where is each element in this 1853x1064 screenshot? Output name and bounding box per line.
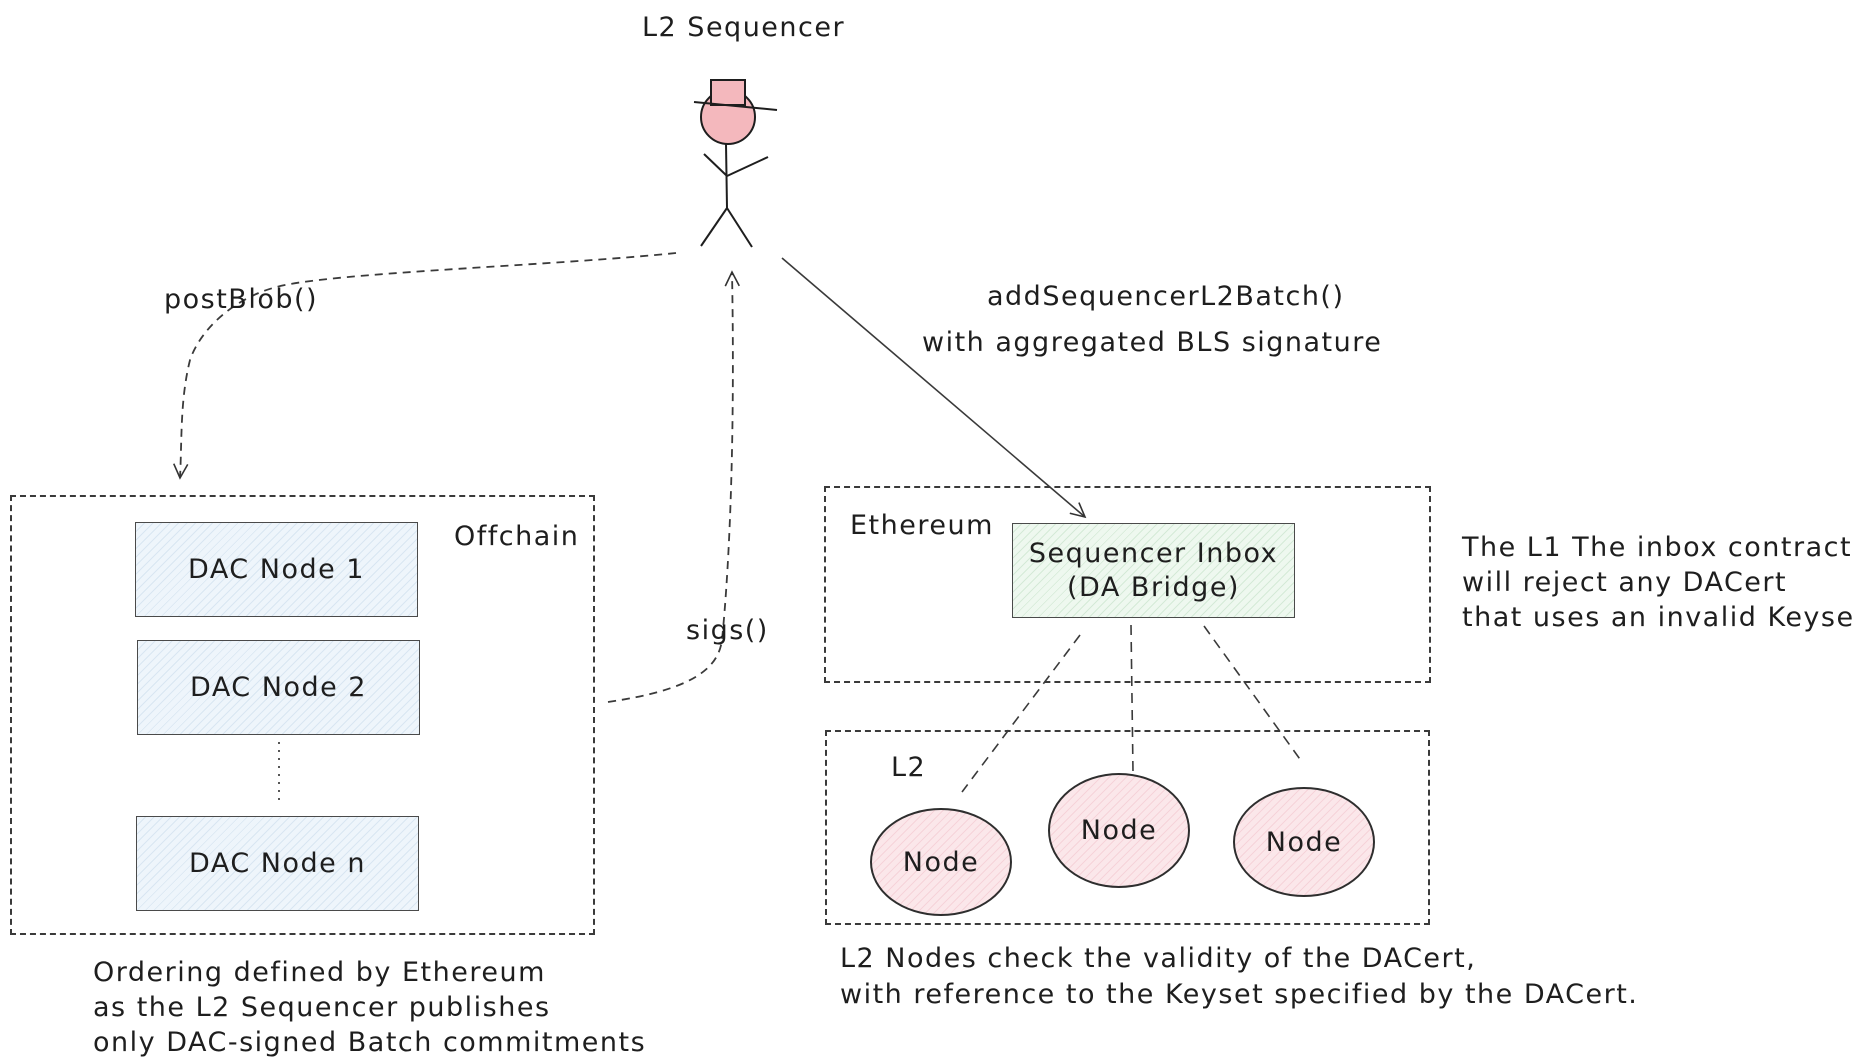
- ethereum-label: Ethereum: [850, 510, 994, 541]
- sequencer-inbox-line1: Sequencer Inbox: [1028, 537, 1279, 569]
- inbox-note-line: will reject any DACert: [1462, 567, 1788, 598]
- add-batch-label-line1: addSequencerL2Batch(): [987, 281, 1345, 312]
- add-batch-arrow: [781, 257, 1087, 519]
- inbox-note-line: The L1 The inbox contract: [1462, 532, 1853, 563]
- dac-node-n: DAC Node n: [136, 816, 419, 911]
- l2-note-line: L2 Nodes check the validity of the DACer…: [840, 943, 1477, 974]
- ordering-note: Ordering defined by Ethereum as the L2 S…: [93, 955, 646, 1060]
- ordering-note-line: only DAC-signed Batch commitments: [93, 1027, 647, 1058]
- sigs-arrow: [607, 270, 740, 703]
- offchain-label: Offchain: [454, 521, 580, 552]
- l2-node-3: Node: [1233, 787, 1375, 897]
- ordering-note-line: Ordering defined by Ethereum: [93, 957, 546, 988]
- l2-node-2: Node: [1048, 773, 1190, 888]
- add-batch-label-line2: with aggregated BLS signature: [922, 327, 1383, 358]
- postblob-label: postBlob(): [164, 284, 319, 315]
- postblob-arrow: [173, 252, 677, 480]
- sequencer-inbox-line2: (DA Bridge): [1067, 571, 1240, 603]
- inbox-contract-note: The L1 The inbox contract will reject an…: [1462, 530, 1853, 635]
- figure-hat: [710, 79, 746, 106]
- l2-note-line: with reference to the Keyset specified b…: [840, 979, 1639, 1010]
- l2-node-1: Node: [870, 808, 1012, 916]
- sigs-label: sigs(): [686, 615, 769, 646]
- ordering-note-line: as the L2 Sequencer publishes: [93, 992, 551, 1023]
- inbox-to-node3-line: [1203, 625, 1303, 763]
- ethereum-region: [824, 486, 1431, 683]
- sequencer-label: L2 Sequencer: [642, 12, 846, 43]
- inbox-note-line: that uses an invalid Keyset: [1462, 602, 1853, 633]
- sequencer-figure-icon: [693, 79, 778, 248]
- l2-label: L2: [891, 752, 927, 783]
- dac-node-1: DAC Node 1: [135, 522, 418, 617]
- inbox-to-node2-line: [1130, 624, 1134, 773]
- l2-validity-note: L2 Nodes check the validity of the DACer…: [840, 941, 1638, 1013]
- dac-node-2: DAC Node 2: [137, 640, 420, 735]
- offchain-region: [10, 495, 595, 935]
- sequencer-inbox-box: Sequencer Inbox (DA Bridge): [1012, 523, 1295, 618]
- l2-region: [825, 730, 1430, 925]
